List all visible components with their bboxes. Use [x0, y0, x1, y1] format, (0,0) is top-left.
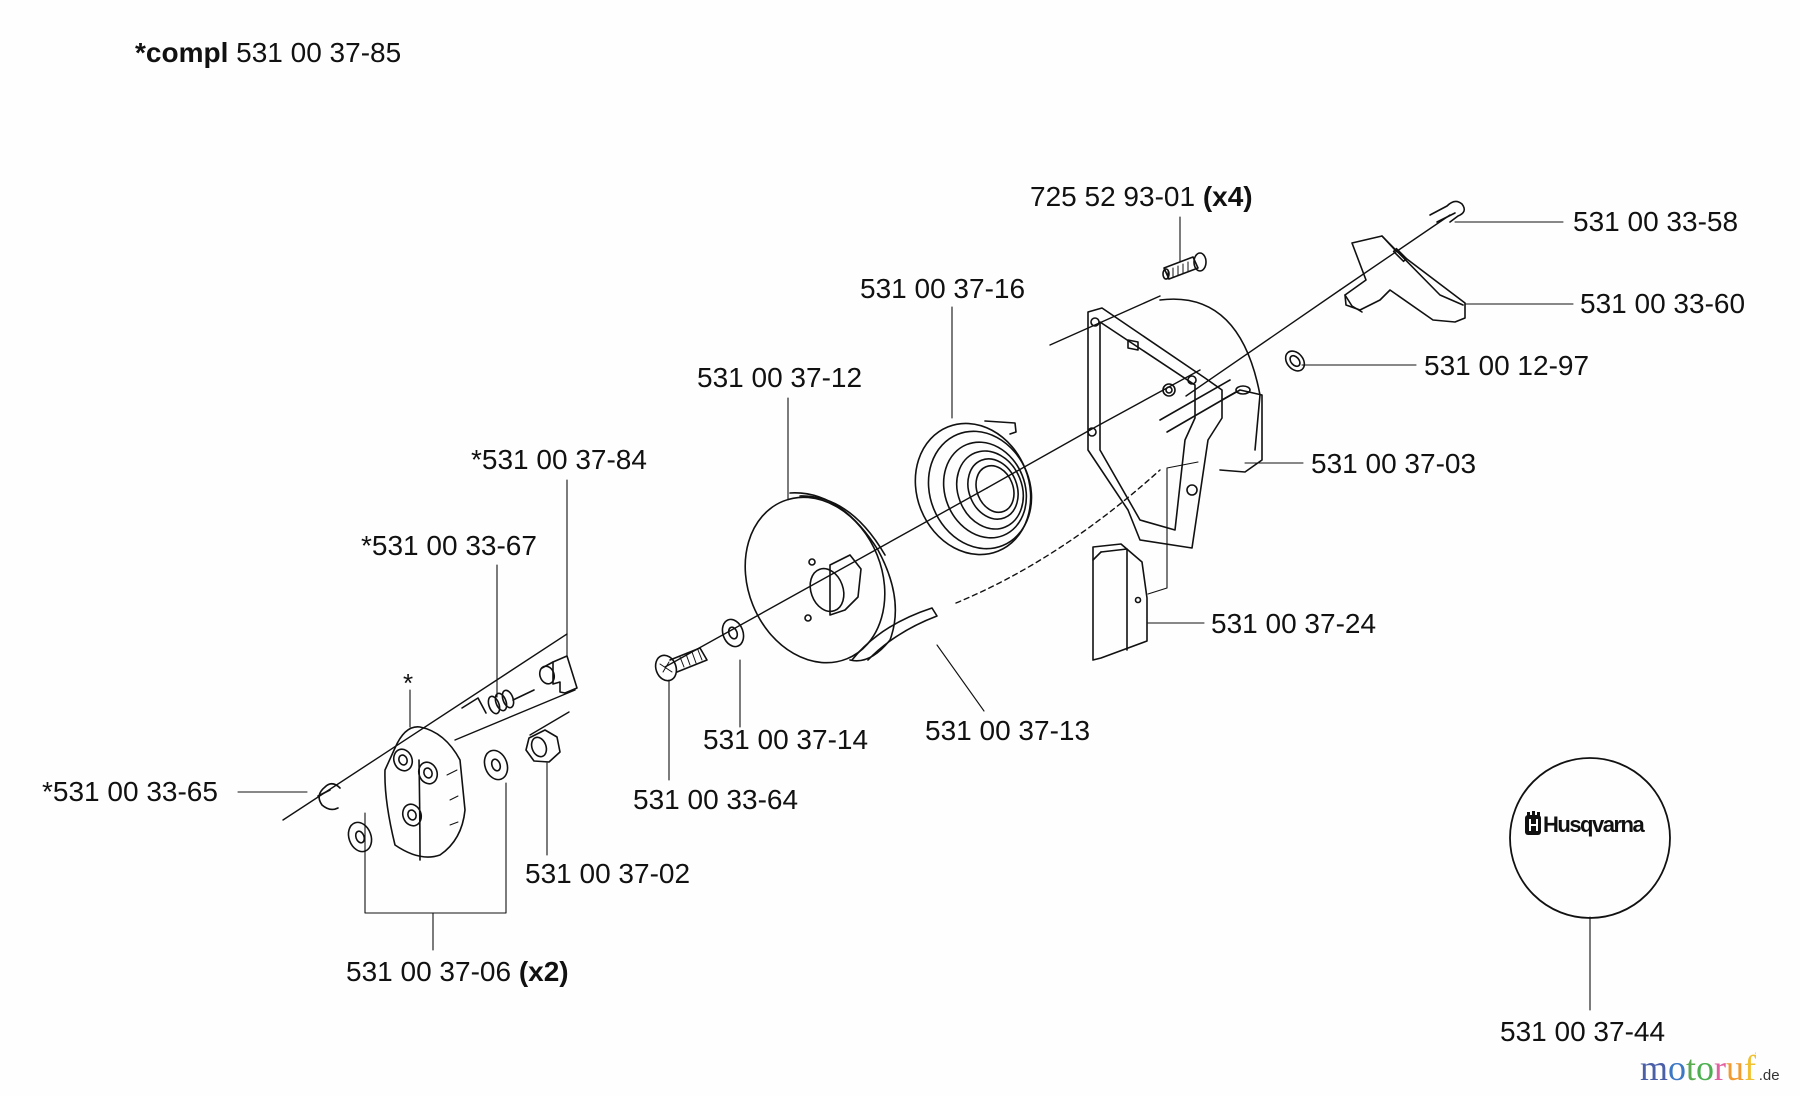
part-label-531-00-33-60[interactable]: 531 00 33-60: [1580, 288, 1746, 319]
housing-screw-icon: [1162, 252, 1207, 280]
circlip-icon: [317, 782, 341, 811]
decal-circle: [1509, 757, 1671, 919]
part-label-531-00-12-97[interactable]: 531 00 12-97: [1424, 350, 1590, 381]
rope-grommet-icon: [1284, 350, 1306, 372]
part-label-531-00-33-65[interactable]: *531 00 33-65: [42, 776, 218, 807]
part-label-725-52-93-01[interactable]: 725 52 93-01 (x4): [1030, 181, 1253, 212]
part-label-531-00-37-13[interactable]: 531 00 37-13: [925, 715, 1091, 746]
watermark-letter: r: [1714, 1048, 1727, 1088]
washer-icon: [721, 618, 745, 648]
recoil-spring-icon: [914, 420, 1033, 556]
watermark-letter: m: [1640, 1048, 1669, 1088]
husqvarna-logo: Husqvarna: [1543, 812, 1645, 837]
carrier-washer-icon: [347, 749, 509, 853]
rope-path-dashed: [955, 469, 1161, 604]
rope-pulley-icon: [744, 492, 938, 664]
husqvarna-crown-icon: [1525, 811, 1541, 835]
part-label-531-00-33-58[interactable]: 531 00 33-58: [1573, 206, 1739, 237]
assembly-marker: *: [403, 668, 414, 698]
watermark-letter: o: [1696, 1048, 1715, 1088]
rope-clip-icon: [1429, 200, 1466, 223]
part-label-531-00-37-16[interactable]: 531 00 37-16: [860, 273, 1026, 304]
pawl-spring-icon: [461, 689, 535, 715]
watermark-letter: u: [1726, 1048, 1745, 1088]
pawl-carrier-icon: [384, 726, 466, 861]
part-label-531-00-37-02[interactable]: 531 00 37-02: [525, 858, 691, 889]
part-label-531-00-33-64[interactable]: 531 00 33-64: [633, 784, 799, 815]
part-label-531-00-37-06[interactable]: 531 00 37-06 (x2): [346, 956, 569, 987]
axis-lines: [282, 214, 1451, 821]
part-label-531-00-33-67[interactable]: *531 00 33-67: [361, 530, 537, 561]
pawl-icon: [538, 655, 578, 694]
part-label-531-00-37-24[interactable]: 531 00 37-24: [1211, 608, 1377, 639]
watermark-dot: ˙: [1754, 1051, 1757, 1060]
watermark-suffix: .de: [1758, 1067, 1780, 1084]
motoruf-watermark: motoruf˙.de: [1640, 1050, 1780, 1096]
part-label-531-00-37-03[interactable]: 531 00 37-03: [1311, 448, 1477, 479]
assembly-part-number: 531 00 37-85: [236, 37, 402, 68]
plate-icon: [1092, 543, 1148, 661]
starter-handle-icon: [1344, 235, 1466, 323]
pulley-screw-icon: [654, 647, 708, 682]
compl-prefix: *compl: [135, 37, 229, 68]
part-label-531-00-37-84[interactable]: *531 00 37-84: [471, 444, 647, 475]
watermark-letters: motoruf: [1640, 1048, 1756, 1088]
part-label-531-00-37-44[interactable]: 531 00 37-44: [1500, 1016, 1666, 1047]
starter-housing-icon: [1087, 298, 1263, 549]
watermark-letter: f: [1744, 1048, 1757, 1088]
nut-icon: [525, 729, 561, 763]
part-label-531-00-37-14[interactable]: 531 00 37-14: [703, 724, 869, 755]
leader-lines: [237, 216, 1591, 1011]
watermark-letter: o: [1668, 1048, 1687, 1088]
part-label-531-00-37-12[interactable]: 531 00 37-12: [697, 362, 863, 393]
watermark-letter: t: [1686, 1048, 1697, 1088]
assembly-title: *compl 531 00 37-85: [135, 38, 401, 68]
